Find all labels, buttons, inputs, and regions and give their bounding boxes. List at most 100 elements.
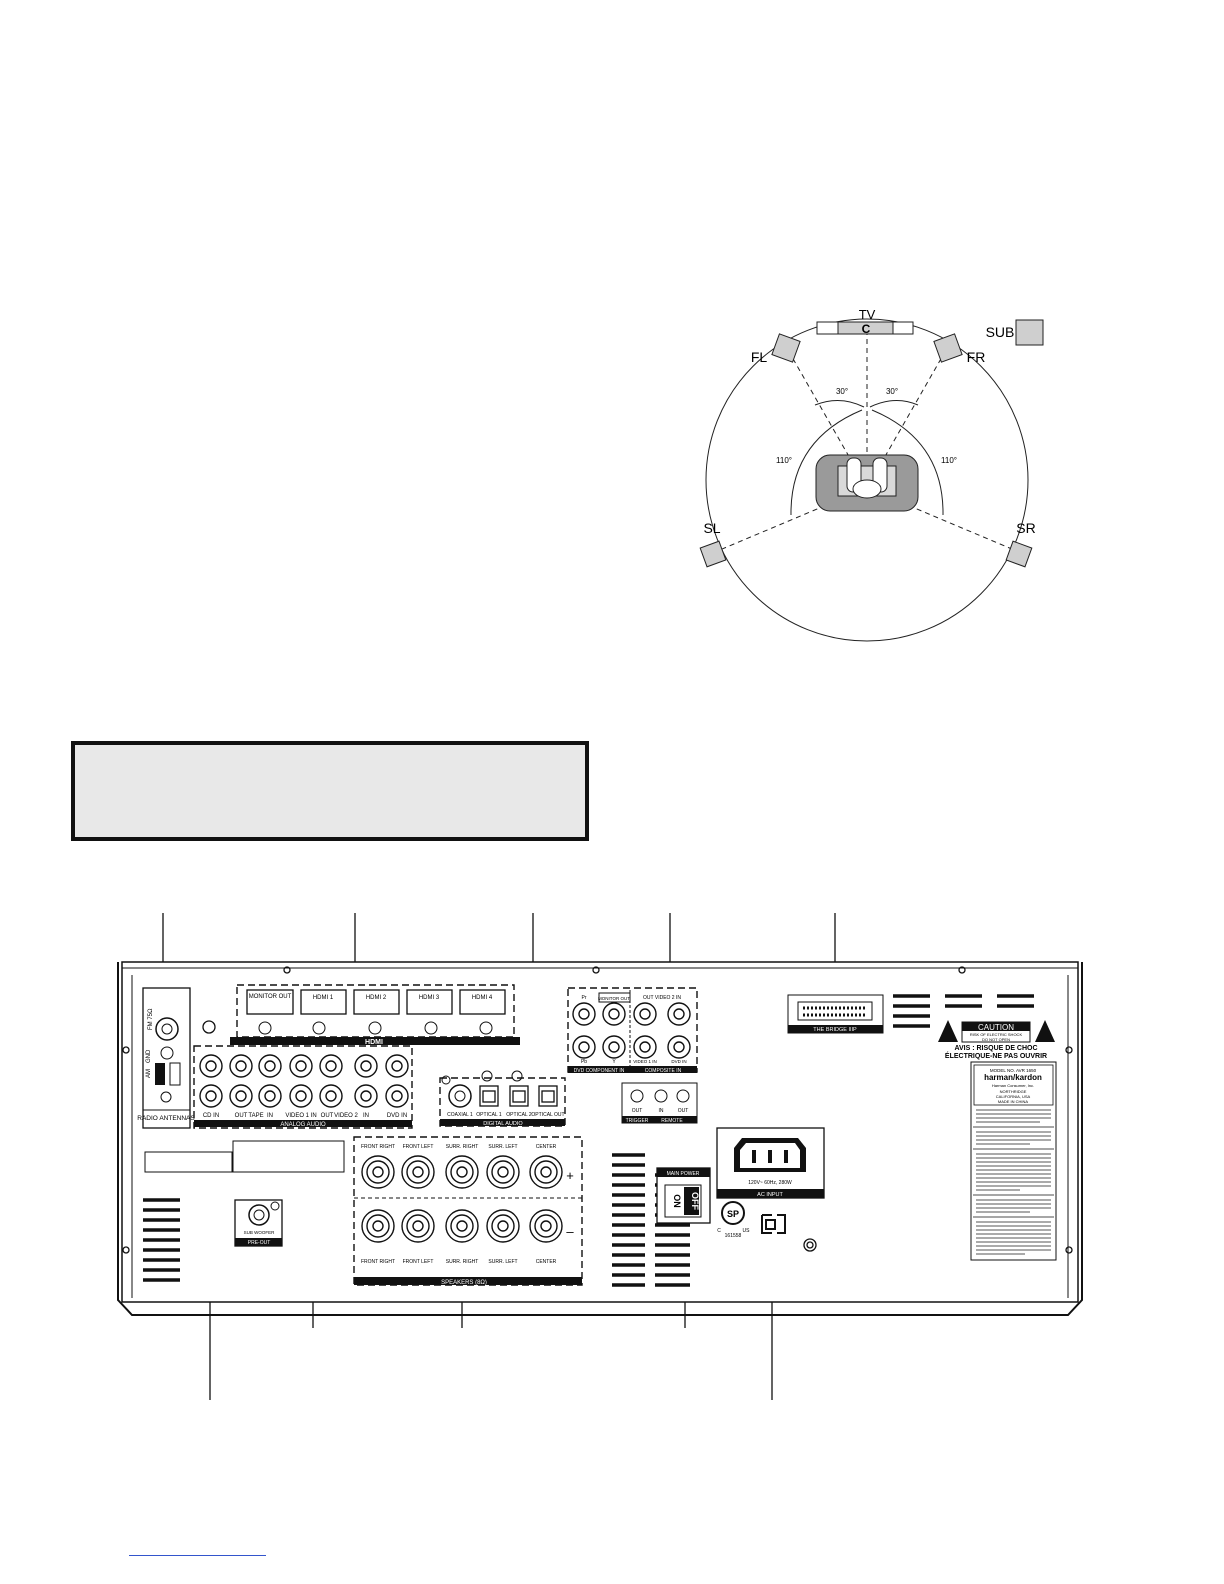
surround-right-label: SR <box>1016 520 1035 536</box>
csa-mark: SP <box>727 1209 739 1219</box>
digital-optical-out: OPTICAL OUT <box>531 1112 564 1118</box>
digital-coaxial-1: COAXIAL 1 <box>447 1112 473 1118</box>
label-city: NORTHRIDGE <box>1000 1089 1027 1094</box>
caution-avis-2: ÉLECTRIQUE-NE PAS OUVRIR <box>945 1051 1047 1060</box>
speaker-top-center: CENTER <box>536 1144 557 1150</box>
angle-surround-right: 110° <box>941 456 957 465</box>
speaker-minus: – <box>566 1224 574 1239</box>
ac-input: 120V~ 60Hz, 280W AC INPUT <box>716 1127 825 1199</box>
ac-input-title: AC INPUT <box>757 1192 783 1198</box>
brand-name: harman/kardon <box>984 1073 1042 1082</box>
trigger-out-label: OUT <box>632 1108 643 1114</box>
video-pr-label: Pr <box>582 995 587 1001</box>
digital-audio-section: COAXIAL 1 OPTICAL 1 OPTICAL 2 OPTICAL OU… <box>439 1070 566 1127</box>
analog-tape: TAPE <box>248 1113 263 1119</box>
remote-in-label: IN <box>659 1108 664 1114</box>
analog-video1-in: VIDEO 1 IN <box>285 1113 316 1119</box>
fm-label: FM 75Ω <box>148 1008 154 1030</box>
analog-video2-in: IN <box>363 1113 369 1119</box>
hdmi-monitor-out-label: MONITOR OUT <box>249 994 292 1000</box>
footer-link-rule <box>129 1555 266 1556</box>
tv-label: TV <box>859 307 876 322</box>
remote-out-label: OUT <box>678 1108 689 1114</box>
composite-in-title: COMPOSITE IN <box>645 1068 682 1074</box>
am-label: AM <box>146 1069 152 1078</box>
speaker-plus: + <box>566 1168 574 1183</box>
video-section: Pr Pb Y MONITOR OUT OUT VIDEO 2 IN VIDEO… <box>567 987 698 1074</box>
bridge-label: THE BRIDGE IIIP <box>813 1027 857 1033</box>
model-number: MODEL NO. AVR 1650 <box>990 1068 1037 1073</box>
csa-c-label: C <box>717 1228 721 1234</box>
analog-dvd-in: DVD IN <box>387 1113 407 1119</box>
caution-line2: DO NOT OPEN <box>982 1037 1010 1042</box>
rear-panel-diagram: FM 75Ω AM GND RADIO ANTENNAS MONITOR OUT… <box>117 913 1083 1400</box>
hdmi-4-label: HDMI 4 <box>472 995 493 1001</box>
subwoofer-label: SUB <box>986 324 1015 340</box>
hdmi-2-label: HDMI 2 <box>366 995 387 1001</box>
speaker-top-surr-left: SURR. LEFT <box>488 1144 517 1150</box>
certification-marks: SP C US 161558 <box>717 1201 786 1239</box>
gnd-label: GND <box>146 1049 152 1063</box>
surround-left-label: SL <box>703 520 720 536</box>
speaker-bottom-front-right: FRONT RIGHT <box>361 1259 395 1265</box>
hdmi-logo: HDMI <box>365 1039 383 1046</box>
video-pb-label: Pb <box>581 1059 587 1065</box>
angle-surround-left: 110° <box>776 456 792 465</box>
video-dvd-in-label: DVD IN <box>671 1059 686 1064</box>
subwoofer-jack-label: SUB WOOFER <box>244 1230 276 1235</box>
speaker-top-front-right: FRONT RIGHT <box>361 1144 395 1150</box>
analog-audio-section: CD IN OUT TAPE IN VIDEO 1 IN OUT VIDEO 2… <box>193 1045 413 1129</box>
speaker-top-surr-right: SURR. RIGHT <box>446 1144 479 1150</box>
speaker-bottom-surr-right: SURR. RIGHT <box>446 1259 479 1265</box>
video-out-video2-in-label: OUT VIDEO 2 IN <box>643 995 681 1001</box>
analog-tape-in: IN <box>267 1113 273 1119</box>
label-fine-print <box>976 1109 1051 1255</box>
speaker-bottom-surr-left: SURR. LEFT <box>488 1259 517 1265</box>
trigger-title: TRIGGER <box>626 1118 649 1124</box>
center-speaker-label: C <box>862 322 871 336</box>
hdmi-section: MONITOR OUT HDMI 1 HDMI 2 HDMI 3 HDMI 4 … <box>230 984 520 1046</box>
angle-front-left: 30° <box>836 387 848 396</box>
caution-label: CAUTION RISK OF ELECTRIC SHOCK DO NOT OP… <box>938 1020 1055 1060</box>
main-power-title: MAIN POWER <box>667 1171 700 1177</box>
csa-us-label: US <box>743 1228 751 1234</box>
video-video1-in-label: VIDEO 1 IN <box>633 1059 657 1064</box>
model-label-block: MODEL NO. AVR 1650 harman/kardon Harman … <box>970 1061 1057 1261</box>
subwoofer-preout: SUB WOOFER PRE-OUT <box>234 1199 283 1247</box>
speaker-bottom-center: CENTER <box>536 1259 557 1265</box>
digital-optical-2: OPTICAL 2 <box>506 1112 532 1118</box>
speaker-bottom-front-left: FRONT LEFT <box>403 1259 434 1265</box>
speakers-title: SPEAKERS (8Ω) <box>441 1280 487 1286</box>
digital-optical-1: OPTICAL 1 <box>476 1112 502 1118</box>
hdmi-3-label: HDMI 3 <box>419 995 440 1001</box>
ac-rating: 120V~ 60Hz, 280W <box>748 1180 792 1186</box>
speaker-placement-diagram: TV C SUB FL FR SL SR 30° 30° 110° 110° <box>699 307 1044 642</box>
csa-number: 161558 <box>725 1233 742 1239</box>
analog-audio-title: ANALOG AUDIO <box>280 1122 326 1128</box>
hdmi-1-label: HDMI 1 <box>313 995 334 1001</box>
radio-antennas-title: RADIO ANTENNAS <box>137 1115 195 1122</box>
remote-title: REMOTE <box>661 1118 683 1124</box>
analog-tape-out: OUT <box>235 1113 248 1119</box>
caution-avis-1: AVIS : RISQUE DE CHOC <box>954 1045 1037 1052</box>
front-right-label: FR <box>967 349 986 365</box>
power-off-label: OFF <box>690 1192 700 1210</box>
label-company: Harman Consumer, Inc. <box>992 1083 1034 1088</box>
trigger-remote-section: OUT IN OUT TRIGGER REMOTE <box>621 1082 698 1124</box>
caution-line1: RISK OF ELECTRIC SHOCK <box>970 1032 1023 1037</box>
video-monitor-out-label: MONITOR OUT <box>598 996 630 1001</box>
main-power-switch: MAIN POWER ON OFF <box>656 1167 711 1224</box>
analog-video2-out: OUT <box>321 1113 334 1119</box>
speakers-section: FRONT RIGHT FRONT LEFT SURR. RIGHT SURR.… <box>353 1136 583 1286</box>
power-on-label: ON <box>672 1194 682 1208</box>
digital-audio-title: DIGITAL AUDIO <box>483 1121 523 1127</box>
preout-title: PRE-OUT <box>248 1240 271 1246</box>
front-left-label: FL <box>751 349 768 365</box>
bridge-connector: THE BRIDGE IIIP <box>787 994 884 1034</box>
video-y-label: Y <box>612 1059 616 1065</box>
radio-antennas-section: FM 75Ω AM GND RADIO ANTENNAS <box>137 987 195 1129</box>
analog-video2: VIDEO 2 <box>334 1113 358 1119</box>
note-box <box>71 741 589 841</box>
dvd-component-in-title: DVD COMPONENT IN <box>574 1068 625 1074</box>
